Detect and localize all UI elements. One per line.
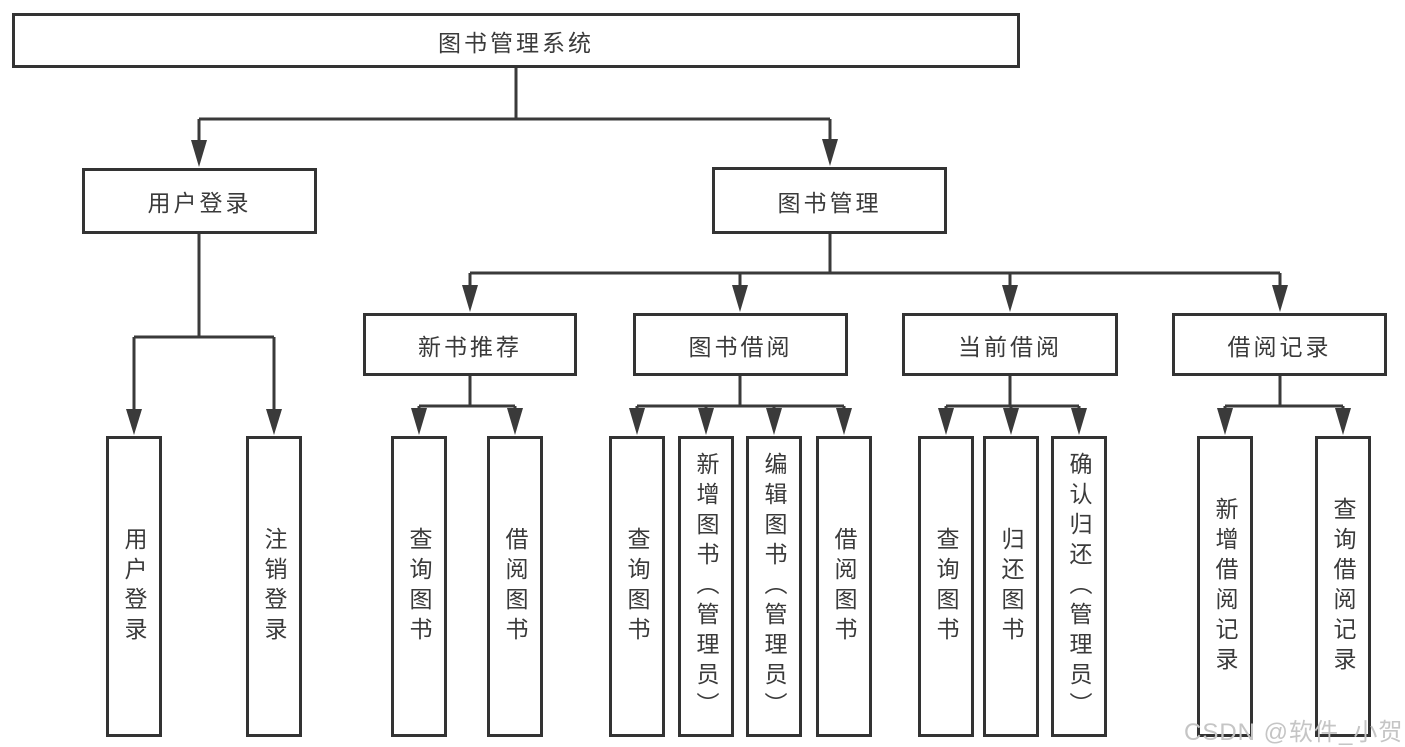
node-current-borrowing: 当前借阅 — [902, 313, 1118, 376]
node-book-management-branch: 图书管理 — [712, 167, 947, 234]
node-borrowing-records: 借阅记录 — [1172, 313, 1387, 376]
leaf-borrow-books-borrowing: 借阅图书 — [816, 436, 872, 737]
leaf-query-borrow-record: 查询借阅记录 — [1315, 436, 1371, 737]
leaf-return-books: 归还图书 — [983, 436, 1039, 737]
leaf-confirm-return-admin: 确认归还（管理员） — [1051, 436, 1107, 737]
node-user-login-branch: 用户登录 — [82, 168, 317, 234]
leaf-edit-books-admin: 编辑图书（管理员） — [746, 436, 802, 737]
leaf-query-books-recommend: 查询图书 — [391, 436, 447, 737]
node-root-library-system: 图书管理系统 — [12, 13, 1020, 68]
leaf-add-books-admin: 新增图书（管理员） — [678, 436, 734, 737]
node-book-borrowing: 图书借阅 — [633, 313, 848, 376]
csdn-watermark: CSDN @软件_小贺同学 — [1184, 719, 1405, 746]
leaf-add-borrow-record: 新增借阅记录 — [1197, 436, 1253, 737]
leaf-borrow-books-recommend: 借阅图书 — [487, 436, 543, 737]
leaf-logout: 注销登录 — [246, 436, 302, 737]
leaf-user-login: 用户登录 — [106, 436, 162, 737]
leaf-query-books-borrowing: 查询图书 — [609, 436, 665, 737]
leaf-query-books-current: 查询图书 — [918, 436, 974, 737]
node-new-book-recommend: 新书推荐 — [363, 313, 577, 376]
